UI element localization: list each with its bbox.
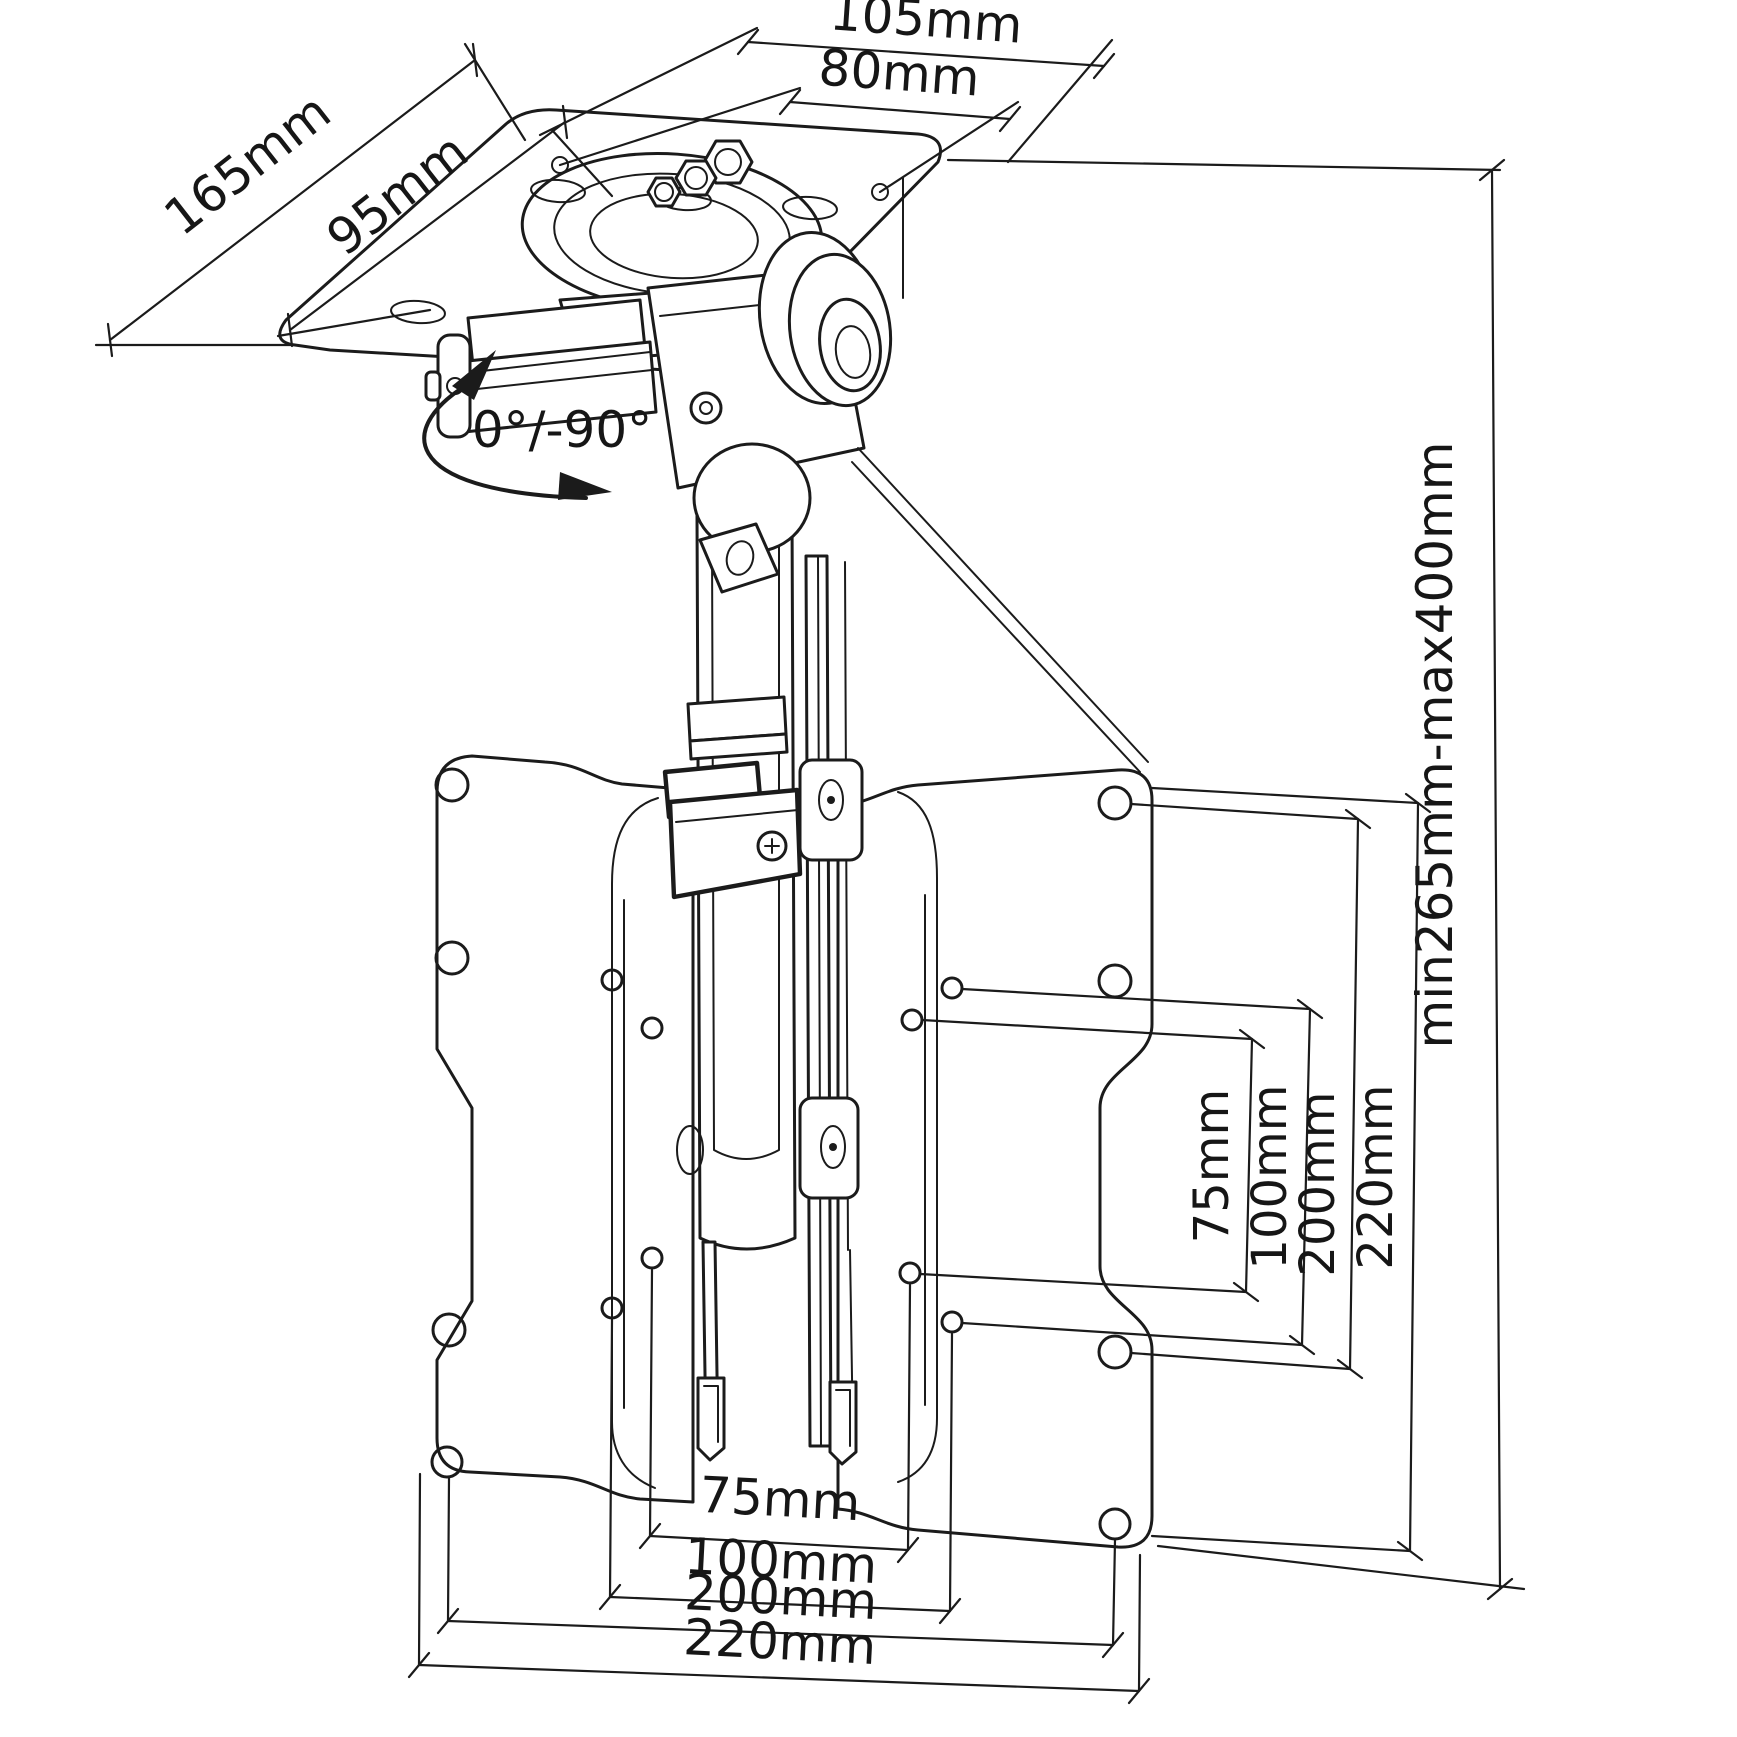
- dim-label-v220: 220mm: [1348, 1084, 1404, 1269]
- plate-left-press-contour: [611, 797, 659, 1489]
- hinge-assembly: [424, 177, 1149, 773]
- arrow-up-icon: [452, 350, 496, 400]
- dim-label-v200: 200mm: [1290, 1091, 1346, 1276]
- dim-label-depth-outer: 165mm: [154, 82, 342, 246]
- vesa-hole-small: [600, 968, 624, 992]
- vesa-hole: [434, 940, 470, 976]
- telescopic-arm: [662, 513, 864, 1466]
- dim-label-h100: 100mm: [683, 1527, 879, 1595]
- carriage-lobe: [676, 1125, 704, 1175]
- vesa-plate-right: [836, 768, 1154, 1549]
- hex-nut: [646, 176, 682, 208]
- dimension-vesa-horizontal: 75mm 100mm 200mm 220mm: [407, 1268, 1151, 1705]
- hook-tab: [828, 1380, 858, 1466]
- vesa-hole: [434, 767, 470, 803]
- vesa-hole-small: [640, 1246, 664, 1270]
- hex-nut: [702, 139, 754, 185]
- dim-label-h75: 75mm: [698, 1466, 862, 1532]
- hook-tab: [696, 1376, 726, 1462]
- tilt-range-label: 0°/-90°: [472, 401, 652, 459]
- hinge-foot: [698, 522, 780, 594]
- tilt-annotation: 0°/-90°: [422, 350, 652, 500]
- mount-tab: [798, 1096, 860, 1200]
- vesa-plate-left: [430, 754, 695, 1504]
- vesa-hole: [430, 1445, 464, 1479]
- vesa-hole-small: [640, 1016, 664, 1040]
- support-brace: [851, 447, 1149, 773]
- rotation-arc-icon: [422, 380, 588, 500]
- plate-right-press-contour: [897, 791, 938, 1483]
- hex-nut: [674, 159, 718, 197]
- pivot-knob: [757, 230, 893, 408]
- dim-label-v100: 100mm: [1242, 1084, 1298, 1269]
- dim-label-width-inner: 80mm: [817, 38, 982, 107]
- vesa-hole: [431, 1312, 467, 1348]
- screw-icon: [756, 830, 788, 862]
- dim-label-height-range: min265mm-max400mm: [1406, 442, 1464, 1049]
- arrow-down-icon: [558, 472, 612, 500]
- mount-tab: [798, 758, 864, 862]
- dim-label-h220: 220mm: [682, 1608, 878, 1676]
- dimension-vesa-vertical: 75mm 100mm 200mm 220mm: [918, 786, 1432, 1562]
- dim-label-h200: 200mm: [683, 1563, 879, 1631]
- dim-label-v75: 75mm: [1184, 1089, 1240, 1244]
- hinge-bolt: [689, 391, 723, 425]
- vesa-hole-small: [600, 1296, 624, 1320]
